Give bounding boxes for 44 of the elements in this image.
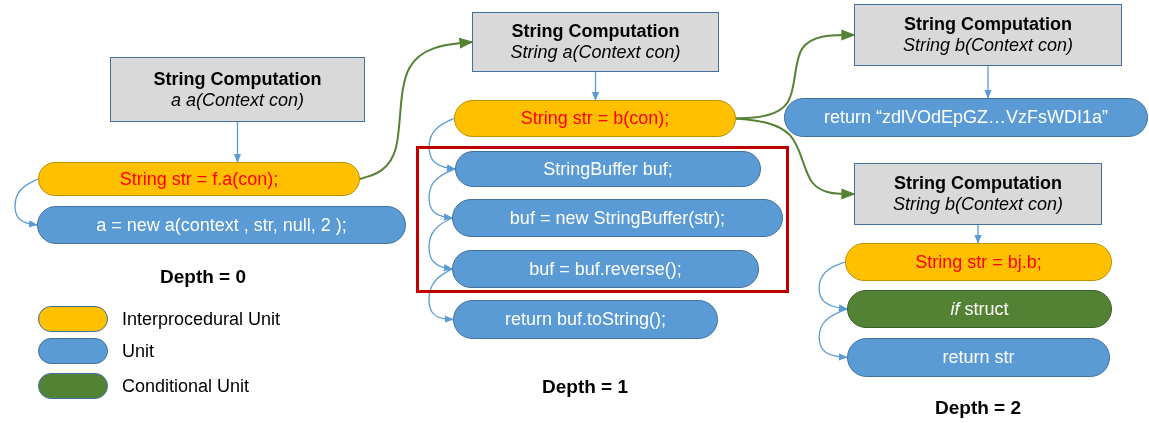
depth-label: Depth = 0 [160, 266, 247, 288]
conditional-unit: if struct [847, 290, 1112, 328]
arrow [14, 178, 39, 228]
method-box [110, 57, 365, 122]
method-box [854, 4, 1122, 66]
arrow [428, 268, 454, 323]
unit-statement: return “zdlVOdEpGZ…VzFsWDI1a” [784, 98, 1148, 137]
method-box [854, 163, 1102, 225]
method-signature: String b(Context con) [892, 194, 1064, 215]
arrow [735, 117, 856, 200]
arrow [428, 217, 453, 272]
legend-label: Unit [122, 341, 154, 362]
unit-statement: buf = new StringBuffer(str); [452, 199, 783, 237]
method-heading: String Computation [904, 14, 1072, 35]
unit-statement: buf = buf.reverse(); [452, 250, 759, 288]
legend-label: Interprocedural Unit [122, 309, 281, 330]
unit-statement: return buf.toString(); [453, 300, 718, 339]
method-heading: String Computation [511, 21, 680, 42]
legend-label: Conditional Unit [122, 376, 250, 397]
arrow [359, 37, 474, 180]
unit-statement: StringBuffer buf; [455, 151, 761, 187]
arrow [233, 121, 242, 163]
method-box [472, 12, 719, 72]
method-signature: String a(Context con) [510, 42, 681, 63]
arrow [818, 261, 848, 312]
interprocedural-unit: String str = bj.b; [845, 243, 1112, 281]
arrow [428, 168, 456, 221]
method-heading: String Computation [153, 68, 322, 90]
arrow [818, 308, 848, 361]
highlight-frame [416, 146, 789, 293]
arrow [735, 29, 856, 120]
interprocedural-unit: String str = b(con); [454, 100, 736, 137]
unit-statement: return str [847, 338, 1110, 377]
arrow [984, 65, 992, 99]
method-signature: String b(Context con) [902, 35, 1074, 56]
unit-statement: a = new a(context , str, null, 2 ); [37, 206, 406, 244]
depth-label: Depth = 1 [542, 376, 629, 398]
depth-label: Depth = 2 [935, 397, 1022, 419]
arrow [591, 71, 600, 101]
arrow [974, 224, 982, 244]
interprocedural-unit: String str = f.a(con); [38, 162, 360, 196]
method-signature: a a(Context con) [170, 89, 305, 111]
arrow [428, 117, 456, 172]
method-heading: String Computation [894, 173, 1062, 194]
